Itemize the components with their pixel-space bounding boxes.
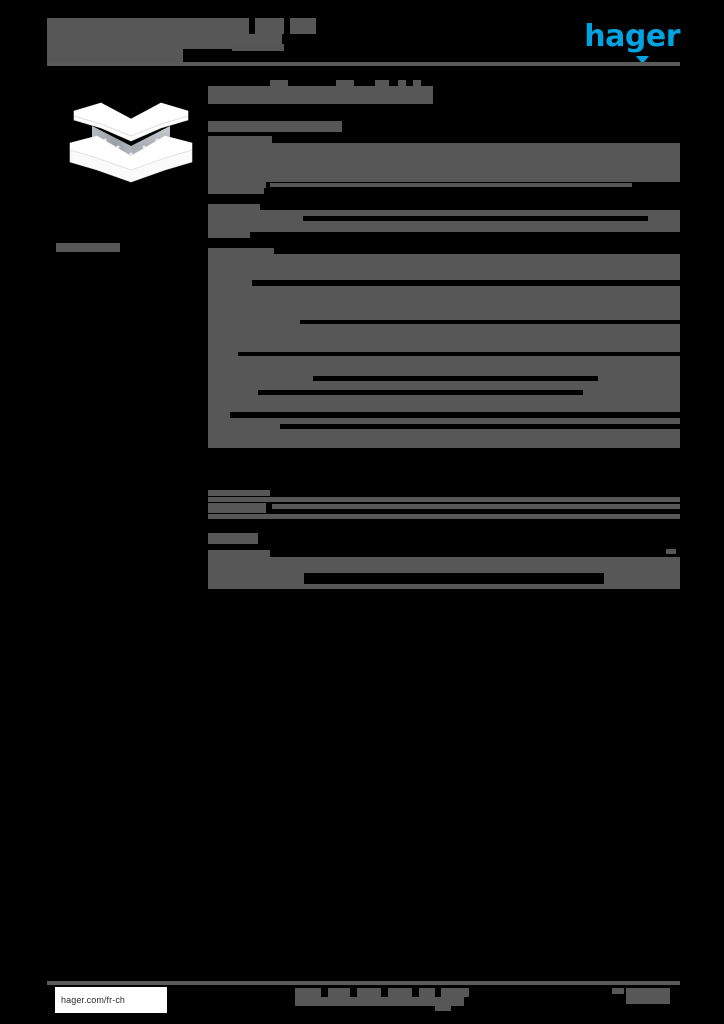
group-2-rows-block <box>208 210 680 232</box>
footer-url-box[interactable]: hager.com/fr-ch <box>55 987 167 1013</box>
group-1-row-5-label <box>208 188 264 194</box>
document-title-line-1-part-2 <box>255 18 284 34</box>
page-number-chunk-1 <box>612 988 624 994</box>
product-subtitle-text <box>208 121 342 132</box>
footer-page-number <box>612 988 684 1008</box>
group-2-row-2-label <box>208 232 250 238</box>
product-subtitle <box>208 108 680 136</box>
page-header: hager <box>47 16 680 64</box>
group-2-leader-gap <box>303 216 648 221</box>
hager-logo-triangle-icon <box>636 56 649 64</box>
product-image <box>56 86 206 186</box>
title-accent-4 <box>398 80 406 86</box>
group-5-leader-gap <box>304 573 604 579</box>
group-5-row-1-label <box>208 550 270 557</box>
group-5-leader-gap-2 <box>304 579 604 584</box>
group-3-row-1 <box>208 254 680 280</box>
page-number-chunk-2 <box>626 988 670 1004</box>
product-title <box>208 80 680 108</box>
group-3-leader-gap-1 <box>313 376 598 381</box>
group-3-leader-gap-3 <box>280 424 680 429</box>
footer-url-text: hager.com/fr-ch <box>61 995 126 1005</box>
footer-chunk-1 <box>295 988 321 997</box>
group-3-row-4-label <box>208 350 238 356</box>
document-title-line-3 <box>47 49 183 64</box>
footer-chunk-6 <box>441 988 469 997</box>
group-1-row-4-leader <box>270 183 632 187</box>
group-4-rule-2 <box>208 514 680 519</box>
footer-line-2 <box>295 997 464 1006</box>
spec-group-1 <box>208 136 680 196</box>
group-1-heading <box>208 136 272 143</box>
title-accent-2 <box>336 80 354 86</box>
group-1-row-4-label <box>208 182 266 188</box>
document-subtitle <box>232 44 284 51</box>
group-3-row-2 <box>208 286 680 320</box>
sidebar-label <box>56 243 120 252</box>
title-accent-5 <box>413 80 421 86</box>
title-accent-3 <box>375 80 389 86</box>
group-2-heading <box>208 204 260 210</box>
footer-chunk-4 <box>388 988 412 997</box>
hager-logo: hager <box>584 19 680 54</box>
footer-line-3 <box>435 1005 451 1011</box>
group-4-row-1-leader <box>272 504 680 509</box>
group-5-row-3 <box>208 579 680 589</box>
spec-group-2 <box>208 204 680 238</box>
group-5-row-1-value <box>666 549 676 554</box>
group-4-row-1-label <box>208 503 266 513</box>
group-3-row-2-label <box>208 280 252 286</box>
group-3-row-3 <box>208 324 680 352</box>
group-1-rows-block <box>208 143 680 182</box>
spec-group-4 <box>208 490 680 524</box>
footer-chunk-3 <box>357 988 381 997</box>
footer-chunk-2 <box>328 988 350 997</box>
document-title-line-1-part-3 <box>290 18 316 34</box>
group-3-heading <box>208 248 274 254</box>
group-3-row-5 <box>208 418 680 448</box>
document-title-line-2 <box>47 34 282 49</box>
footer-divider <box>47 981 680 985</box>
group-3-row-4 <box>208 356 680 412</box>
group-4-rule-1 <box>208 497 680 502</box>
footer-center-text <box>295 988 495 1011</box>
group-4-heading <box>208 490 270 496</box>
footer-chunk-5 <box>419 988 435 997</box>
main-content <box>208 80 680 603</box>
group-5-heading <box>208 533 258 544</box>
document-title-line-1 <box>47 18 249 34</box>
spec-group-5 <box>208 533 680 603</box>
group-3-row-3-label <box>208 318 300 324</box>
spec-group-3 <box>208 248 680 476</box>
group-3-leader-gap-2 <box>258 390 583 395</box>
group-3-row-5-label <box>208 412 230 418</box>
title-accent-1 <box>270 80 288 86</box>
header-divider <box>47 62 680 66</box>
product-title-text <box>208 86 433 104</box>
